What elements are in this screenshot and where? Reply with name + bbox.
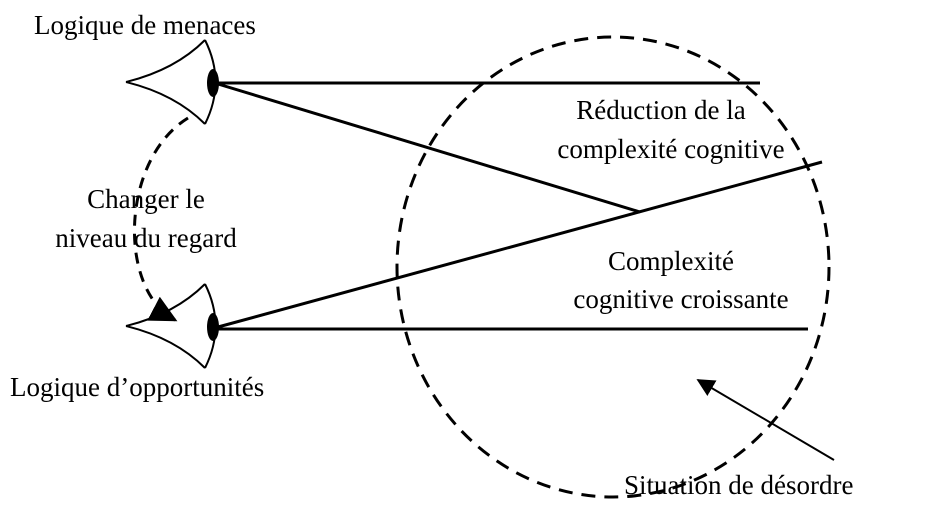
reduction-line [217,82,641,214]
label-growing-line1: Complexité [608,246,734,276]
label-change-gaze-line1: Changer le [87,184,205,214]
label-change-gaze-line2: niveau du regard [55,223,237,253]
top-eye-icon [125,39,219,125]
bottom-eye-icon [125,283,219,369]
change-gaze-arrow [132,116,189,322]
label-reduction-line2: complexité cognitive [557,134,785,164]
growing-line [217,160,823,329]
disorder-circle [395,35,831,499]
label-threat-logic: Logique de menaces [34,10,256,40]
disorder-pointer-arrow [696,379,835,461]
label-disorder-situation: Situation de désordre [624,470,854,500]
label-reduction-line1: Réduction de la [576,95,746,125]
label-growing-line2: cognitive croissante [573,284,789,314]
label-opportunity-logic: Logique d’opportunités [10,372,265,402]
